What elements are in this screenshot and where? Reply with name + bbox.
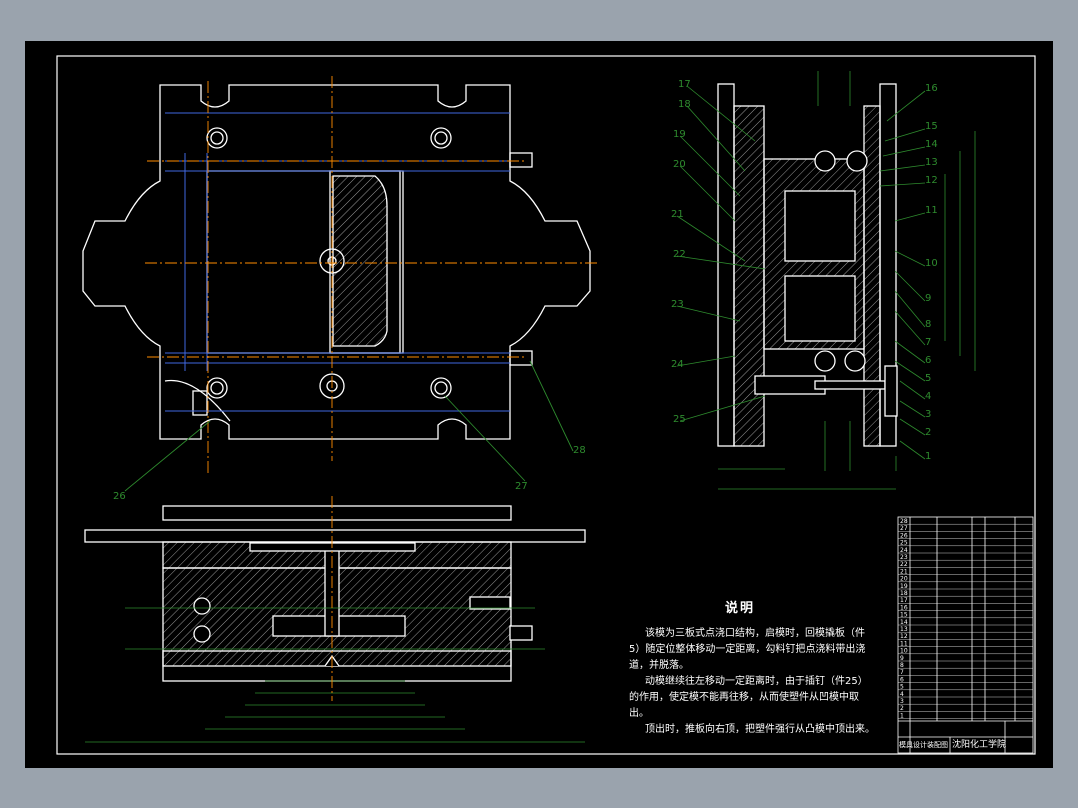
notes-line: 出。 [629,708,649,719]
assembly-drawing: 1716181519142013122111102292387246525432… [56,55,1036,755]
balloon-label: 4 [925,391,931,402]
balloon-label: 26 [113,491,126,502]
bom-item-numbers: 2827262524232221201918171615141312111098… [900,518,908,719]
bom-item-number: 12 [900,633,908,640]
bom-item-number: 8 [900,662,904,669]
balloon-label: 21 [671,209,684,220]
balloon-label: 12 [925,175,938,186]
notes-line: 道，并脱落。 [629,660,689,671]
bom-item-number: 9 [900,655,904,662]
bom-item-number: 2 [900,705,904,712]
side-view [84,505,586,682]
notes-line: 该模为三板式点浇口结构，启模时，回模撬板（件 [645,628,865,639]
balloon-label: 16 [925,83,938,94]
notes-line: 顶出时，推板向右顶，把塑件强行从凸模中顶出来。 [645,724,875,735]
balloon-label: 22 [673,249,686,260]
bom-item-number: 15 [900,612,908,619]
balloon-label: 27 [515,481,528,492]
bom-item-number: 11 [900,640,908,647]
section-view [717,83,898,447]
bom-table [897,516,1034,754]
bom-item-number: 27 [900,525,908,532]
title-block-drawing-name: 模具设计装配图 [899,741,948,749]
bom-item-number: 17 [900,597,908,604]
balloon-label: 14 [925,139,938,150]
bom-item-number: 20 [900,576,908,583]
notes-line: 的作用，使定模不能再往移，从而使塑件从凹模中取 [629,692,859,703]
balloon-label: 6 [925,355,931,366]
title-block-school: 沈阳化工学院 [952,740,1007,750]
bom-item-number: 22 [900,561,908,568]
plan-view [82,84,591,440]
balloon-label: 17 [678,79,691,90]
bom-item-number: 19 [900,583,908,590]
notes-line: 动模继续往左移动一定距离时，由于插钉（件25） [645,676,868,687]
balloon-label: 2 [925,427,931,438]
bom-item-number: 1 [900,712,904,719]
bom-item-number: 4 [900,691,904,698]
balloon-label: 5 [925,373,931,384]
balloon-leaders [676,85,926,460]
balloon-label: 25 [673,414,686,425]
bom-item-number: 16 [900,604,908,611]
balloon-label: 10 [925,258,938,269]
balloon-label: 20 [673,159,686,170]
bom-rows [898,524,1033,719]
balloon-label: 28 [573,445,586,456]
balloon-label: 13 [925,157,938,168]
balloon-label: 11 [925,205,938,216]
balloon-label: 24 [671,359,684,370]
bom-item-number: 13 [900,626,908,633]
section-dims [718,71,976,490]
balloon-label: 19 [673,129,686,140]
bom-item-number: 5 [900,684,904,691]
bom-item-number: 23 [900,554,908,561]
side-dimensions [85,607,585,743]
bom-item-number: 24 [900,547,908,554]
balloon-label: 1 [925,451,931,462]
bom-item-number: 6 [900,676,904,683]
balloon-label: 18 [678,99,691,110]
bom-item-number: 3 [900,698,904,705]
bom-item-number: 28 [900,518,908,525]
bom-item-number: 7 [900,669,904,676]
balloon-label: 23 [671,299,684,310]
balloon-label: 8 [925,319,931,330]
drawing-border [56,55,1036,755]
plan-centerlines [145,76,600,473]
balloon-label: 15 [925,121,938,132]
notes-line: 5）随定位整体移动一定距离，勾料钉把点浇料带出浇 [629,644,866,655]
bom-item-number: 10 [900,648,908,655]
bom-item-number: 25 [900,540,908,547]
bom-item-number: 21 [900,568,908,575]
balloon-label: 7 [925,337,931,348]
bom-item-number: 14 [900,619,908,626]
bom-item-number: 18 [900,590,908,597]
plan-leaders [124,360,574,492]
balloon-label: 3 [925,409,931,420]
balloon-label: 9 [925,293,931,304]
notes-title: 说明 [725,601,756,616]
bom-item-number: 26 [900,532,908,539]
